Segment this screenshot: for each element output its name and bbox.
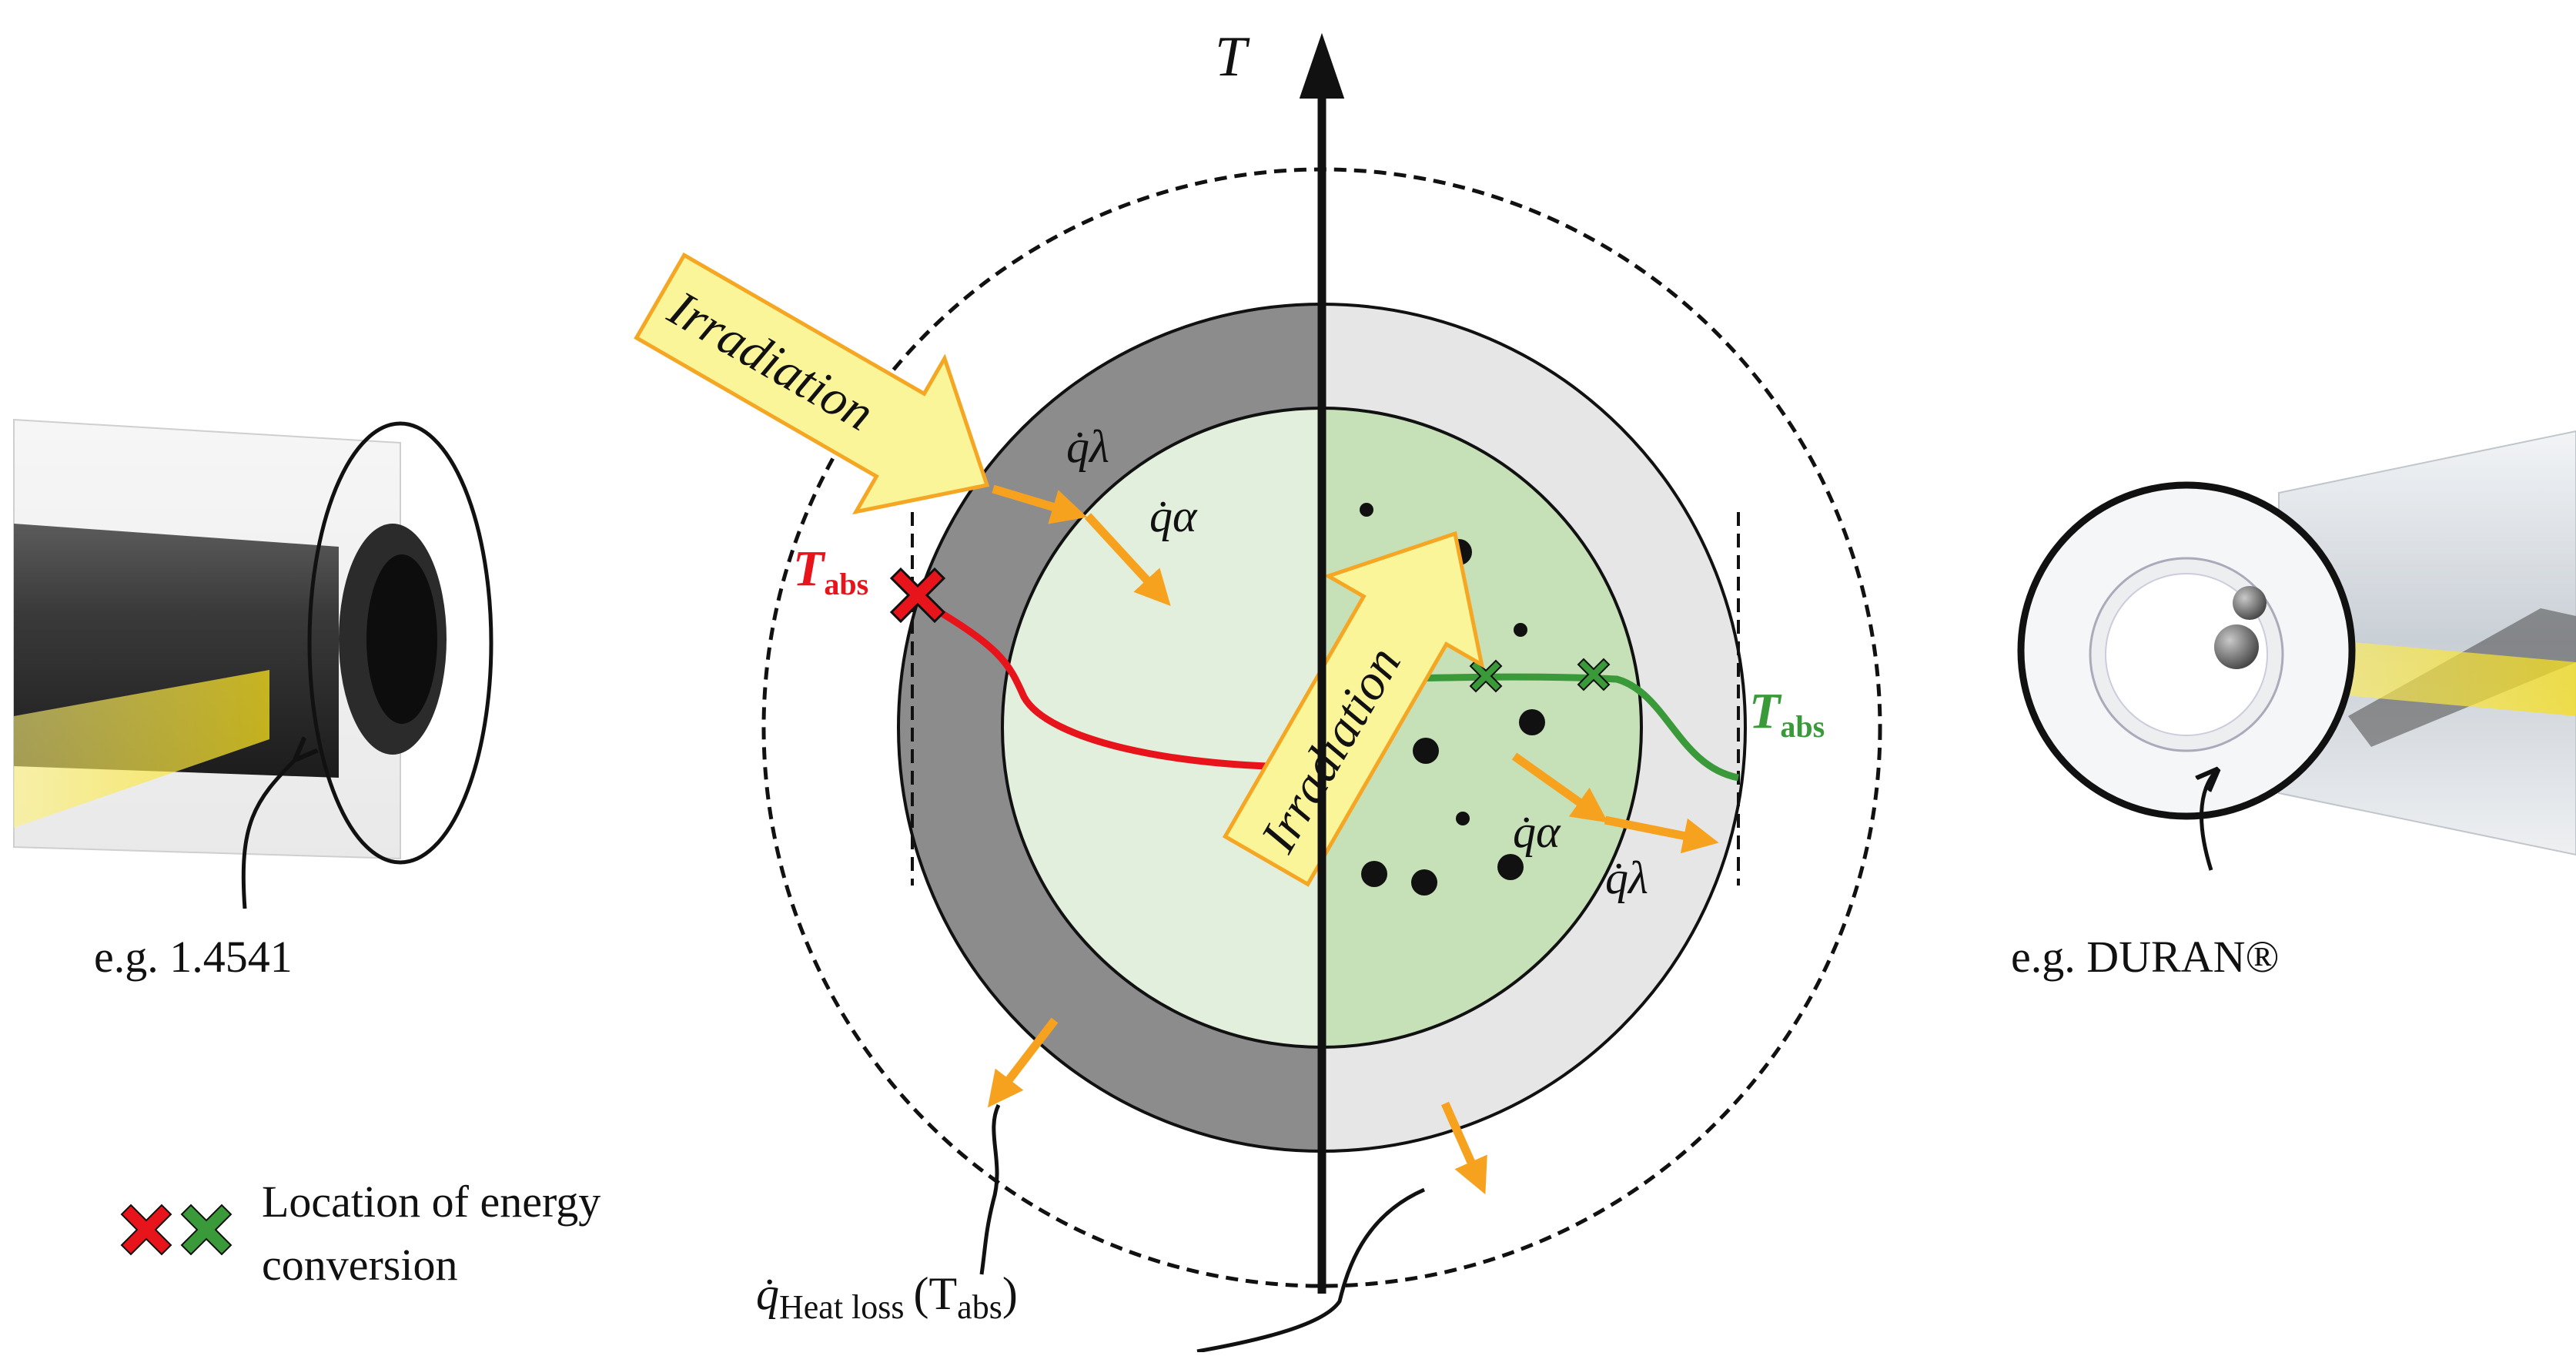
temperature-axis-label: T [1215, 25, 1250, 89]
orange-arrow-icon [1511, 752, 1608, 823]
right-tube-illustration [2017, 430, 2576, 871]
right-tube-material: e.g. DURAN® [2011, 932, 2280, 982]
red-temperature-profile [915, 596, 1323, 771]
red-cross-icon [889, 567, 946, 624]
right-tube-material-text: e.g. DURAN® [2011, 932, 2280, 982]
orange-arrow-icon [987, 1017, 1059, 1108]
legend-line-2: conversion [262, 1240, 458, 1290]
orange-arrow-icon [1084, 513, 1171, 607]
orange-arrow-icon [1440, 1101, 1487, 1195]
flux-arrows [987, 484, 1719, 1195]
t-abs-red-label: Tabs [793, 541, 868, 601]
legend: Location of energy conversion [120, 1177, 601, 1290]
legend-green-cross-icon [180, 1204, 233, 1256]
legend-line-1: Location of energy [262, 1177, 601, 1227]
legend-red-cross-icon [120, 1204, 172, 1256]
q-alpha-left: q̇α [1149, 491, 1198, 541]
q-lambda-right: q̇λ [1605, 852, 1648, 903]
green-cross-icon [1577, 658, 1611, 691]
green-cross-icon [1469, 659, 1503, 693]
left-core [1002, 408, 1322, 1047]
orange-arrow-icon [1604, 815, 1719, 854]
left-tube-illustration [13, 418, 493, 909]
orange-arrow-icon [992, 484, 1088, 524]
t-abs-green-label: Tabs [1749, 683, 1825, 744]
cross-section: Irradiation Irradiation T [634, 25, 1882, 1354]
q-alpha-right: q̇α [1513, 806, 1561, 857]
left-tube-material: e.g. 1.4541 [94, 932, 293, 982]
heat-loss-label: q̇Heat loss(Tabs) [756, 1268, 1018, 1326]
q-lambda-left: q̇λ [1066, 421, 1109, 472]
